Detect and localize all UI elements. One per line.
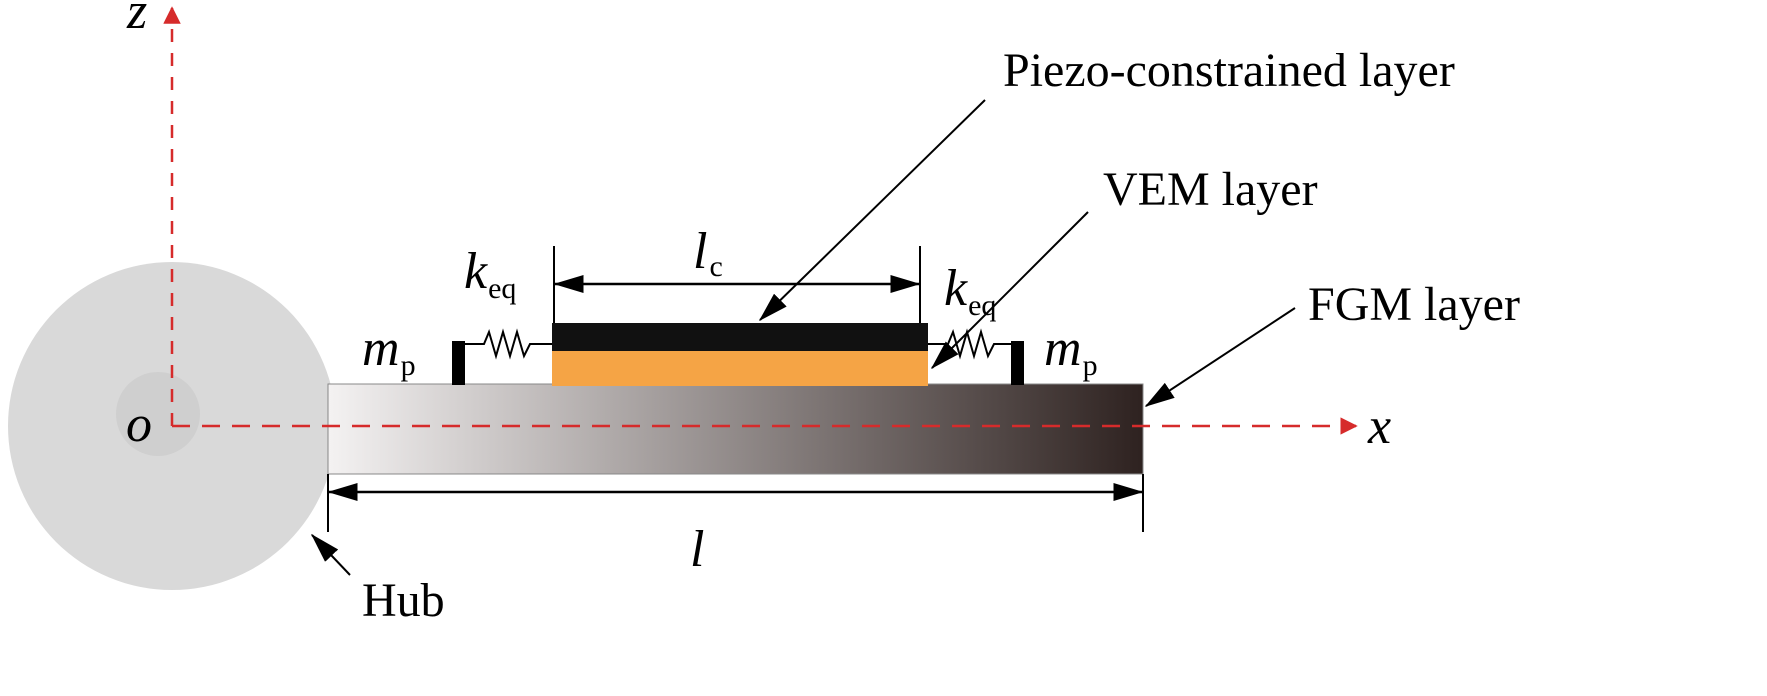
mass-right-subscript: p: [1083, 349, 1098, 382]
spring-left: [465, 328, 552, 360]
piezo-constrained-layer: [552, 323, 928, 351]
mass-left-symbol: m: [362, 320, 400, 377]
leader-piezo: [758, 99, 986, 322]
axis-x-label: x: [1367, 398, 1391, 455]
mass-left: [452, 341, 465, 385]
mass-left-subscript: p: [401, 349, 416, 382]
piezo-layer-label: Piezo-constrained layer: [1003, 44, 1455, 97]
spring-right-label: keq: [944, 260, 996, 322]
spring-right-symbol: k: [944, 260, 968, 317]
mass-left-label: mp: [362, 320, 416, 382]
fgm-layer-label: FGM layer: [1308, 278, 1520, 331]
mass-right: [1011, 341, 1024, 385]
spring-left-label: keq: [464, 243, 516, 305]
vem-layer: [552, 350, 928, 386]
leader-vem: [930, 211, 1089, 370]
beam-length-label: l: [690, 521, 704, 578]
patch-length-label: lc: [693, 223, 723, 283]
spring-right: [928, 328, 1011, 360]
hub-center-shade: [116, 372, 200, 456]
leader-fgm: [1144, 307, 1296, 407]
patch-length-symbol: l: [693, 223, 707, 280]
spring-left-subscript: eq: [488, 272, 516, 305]
leader-hub: [310, 533, 351, 576]
vem-layer-label: VEM layer: [1103, 163, 1318, 216]
spring-right-subscript: eq: [968, 289, 996, 322]
patch-length-subscript: c: [709, 250, 722, 283]
mass-right-symbol: m: [1044, 320, 1082, 377]
axis-z-label: z: [126, 0, 147, 40]
fgm-layer: [327, 383, 1144, 475]
spring-left-symbol: k: [464, 243, 488, 300]
origin-label: o: [126, 396, 152, 453]
hub-label: Hub: [362, 574, 445, 627]
mass-right-label: mp: [1044, 320, 1098, 382]
